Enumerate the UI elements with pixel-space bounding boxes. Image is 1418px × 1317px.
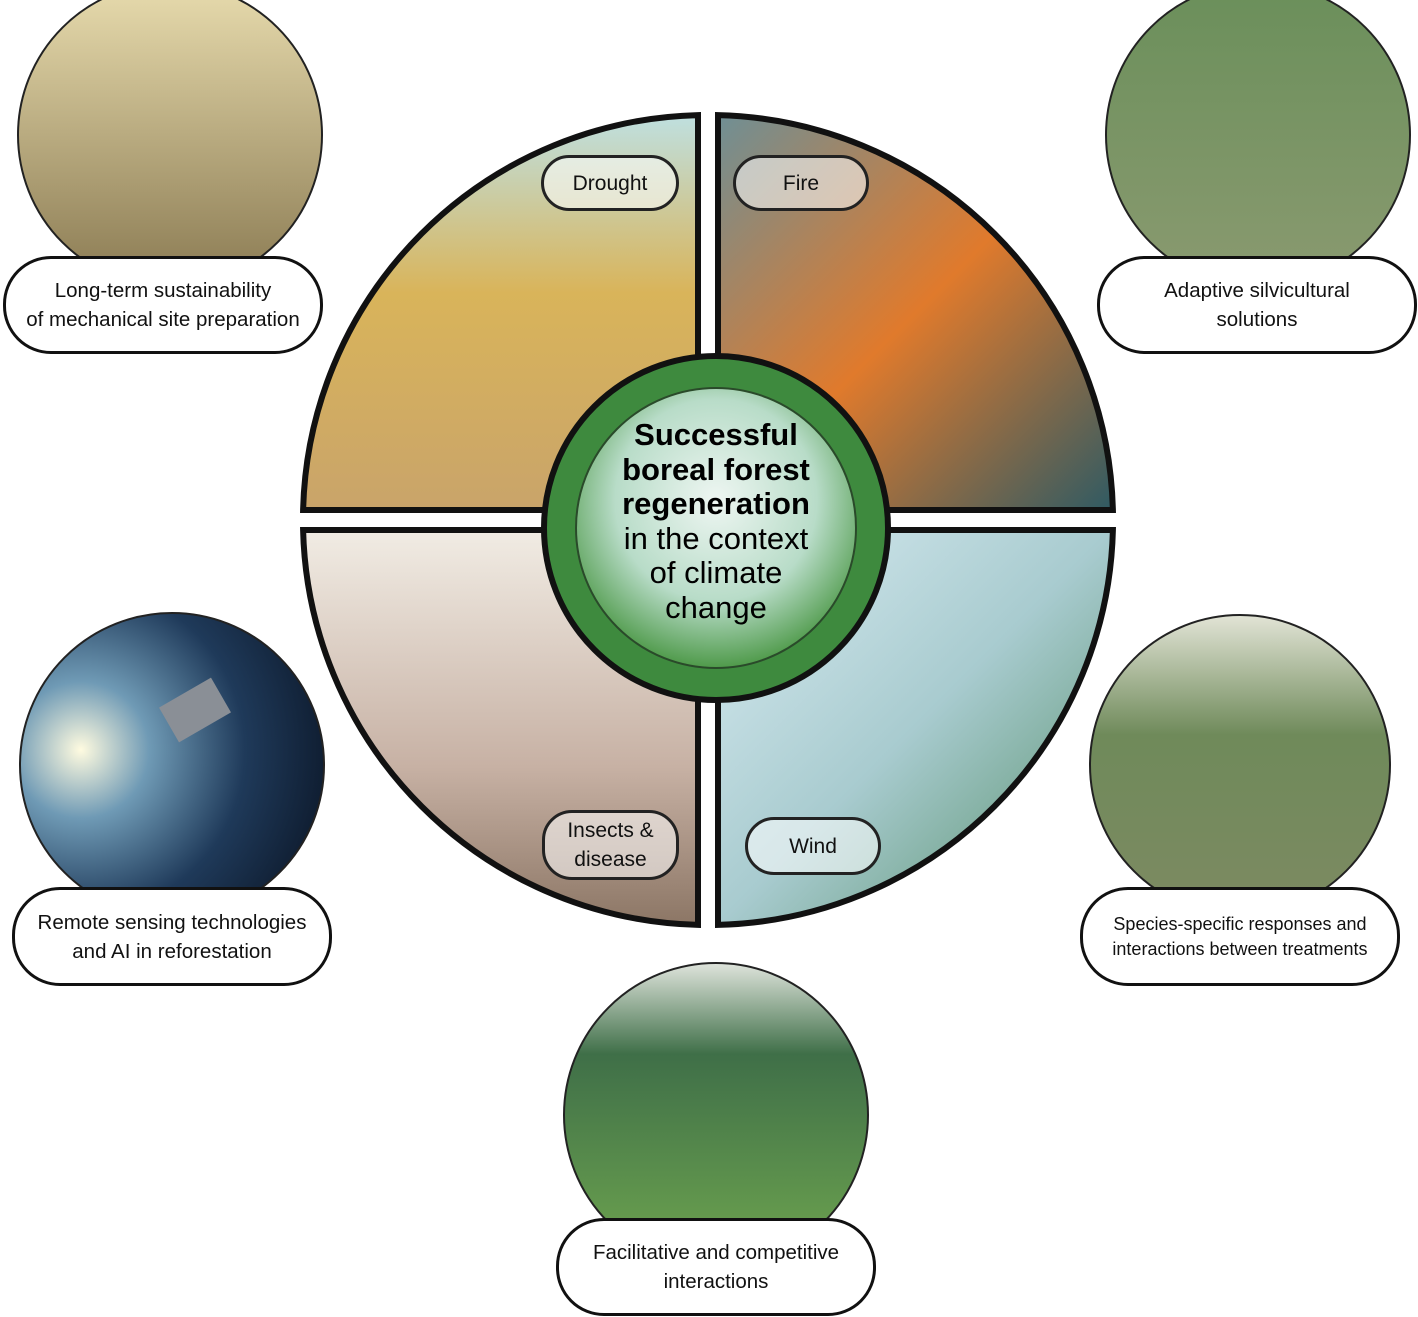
fire-label-text: Fire	[782, 171, 820, 195]
topic-text: of mechanical site preparation	[26, 308, 300, 331]
wind-label-text: Wind	[789, 834, 837, 858]
center-title: Successful boreal forest regeneration in…	[566, 417, 866, 625]
topic-text: interactions	[663, 1270, 769, 1293]
mechanical-site-preparation-image	[17, 0, 323, 288]
topic-text: Species-specific responses and	[1113, 913, 1367, 934]
topic-text: and AI in reforestation	[72, 939, 272, 963]
center-title-line: Successful	[634, 417, 798, 452]
center-title-line: boreal forest	[622, 451, 810, 487]
insects-disease-label: Insects & disease	[542, 810, 679, 880]
topic-text: interactions between treatments	[1112, 938, 1368, 959]
center-title-line: change	[665, 589, 767, 625]
center-title-line: of climate	[649, 555, 783, 590]
insects-label-text: disease	[574, 848, 647, 871]
facilitative-interactions-label: Facilitative and competitive interaction…	[556, 1218, 876, 1316]
wind-label: Wind	[745, 817, 881, 875]
mechanical-site-preparation-label: Long-term sustainability of mechanical s…	[3, 256, 323, 354]
center-forest-image	[541, 353, 891, 703]
topic-text: Remote sensing technologies	[37, 910, 307, 934]
topic-text: Adaptive silvicultural	[1164, 279, 1350, 302]
center-title-line: in the context	[623, 520, 809, 556]
fire-label: Fire	[733, 155, 869, 211]
drought-label-text: Drought	[572, 171, 648, 195]
silvicultural-solutions-label: Adaptive silvicultural solutions	[1097, 256, 1417, 354]
topic-text: Facilitative and competitive	[592, 1241, 840, 1264]
silvicultural-solutions-image	[1105, 0, 1411, 288]
topic-text: Long-term sustainability	[54, 279, 272, 302]
species-responses-label: Species-specific responses and interacti…	[1080, 887, 1400, 986]
topic-text: solutions	[1216, 308, 1298, 331]
remote-sensing-image	[19, 612, 325, 918]
insects-label-text: Insects &	[567, 819, 654, 842]
drought-label: Drought	[541, 155, 679, 211]
species-responses-image	[1089, 614, 1391, 916]
center-title-line: regeneration	[622, 486, 810, 521]
remote-sensing-label: Remote sensing technologies and AI in re…	[12, 887, 332, 986]
